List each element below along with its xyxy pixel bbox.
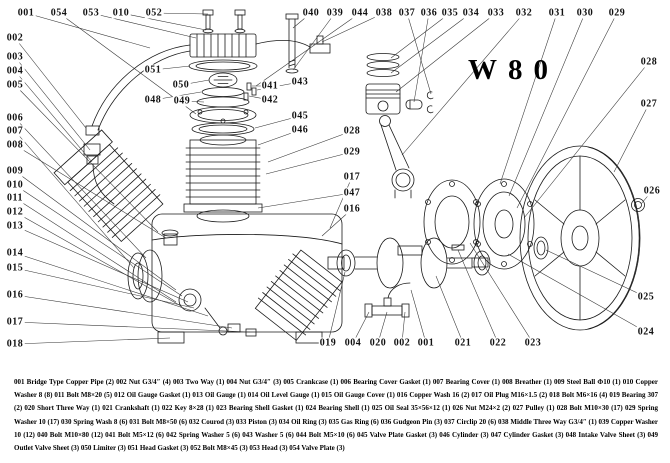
pulley-nut <box>631 198 645 212</box>
long-bolt <box>285 13 299 74</box>
model-label: W80 <box>468 54 559 86</box>
oil-seal <box>533 236 549 260</box>
left-cylinder-bank <box>53 129 164 243</box>
gudgeon-pin <box>405 99 423 110</box>
pulley <box>519 145 641 331</box>
cylinder-block <box>183 134 263 213</box>
middle-three-way <box>255 35 331 54</box>
right-cylinder-bank <box>254 249 343 341</box>
bearing-shell-gasket <box>423 179 481 265</box>
parts-list-text: 001 Bridge Type Copper Pipe (2) 002 Nut … <box>14 378 658 453</box>
valve-screws <box>243 82 257 101</box>
piston-rings <box>366 53 400 77</box>
bearing-shell <box>473 178 535 270</box>
oil-plugs <box>227 323 257 337</box>
connecting-rod <box>379 115 415 199</box>
short-three-way <box>364 282 411 318</box>
piston <box>365 83 401 115</box>
cylinder-head <box>189 33 257 58</box>
head-bolts-group <box>202 9 246 34</box>
breather <box>161 229 179 246</box>
